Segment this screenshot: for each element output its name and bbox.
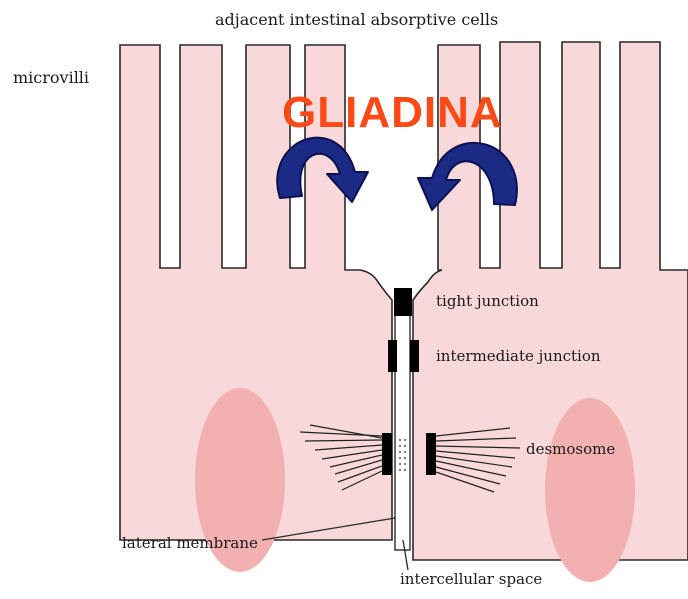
label-intercellular-space: intercellular space: [400, 570, 542, 588]
label-microvilli: microvilli: [13, 68, 89, 87]
label-lateral-membrane: lateral membrane: [122, 534, 258, 552]
nucleus-right: [545, 398, 635, 582]
label-desmosome: desmosome: [526, 440, 615, 458]
label-tight-junction: tight junction: [436, 292, 539, 310]
intercellular-channel: [395, 300, 410, 550]
intermediate-junction-right: [410, 340, 419, 372]
desmosome-right-plaque: [426, 433, 436, 475]
label-gliadina: GLIADINA: [282, 88, 503, 138]
intermediate-junction-left: [388, 340, 397, 372]
label-intermediate-junction: intermediate junction: [436, 347, 601, 365]
desmosome-left-plaque: [382, 433, 392, 475]
tight-junction-marker: [394, 288, 412, 316]
label-adjacent-cells: adjacent intestinal absorptive cells: [215, 10, 498, 29]
